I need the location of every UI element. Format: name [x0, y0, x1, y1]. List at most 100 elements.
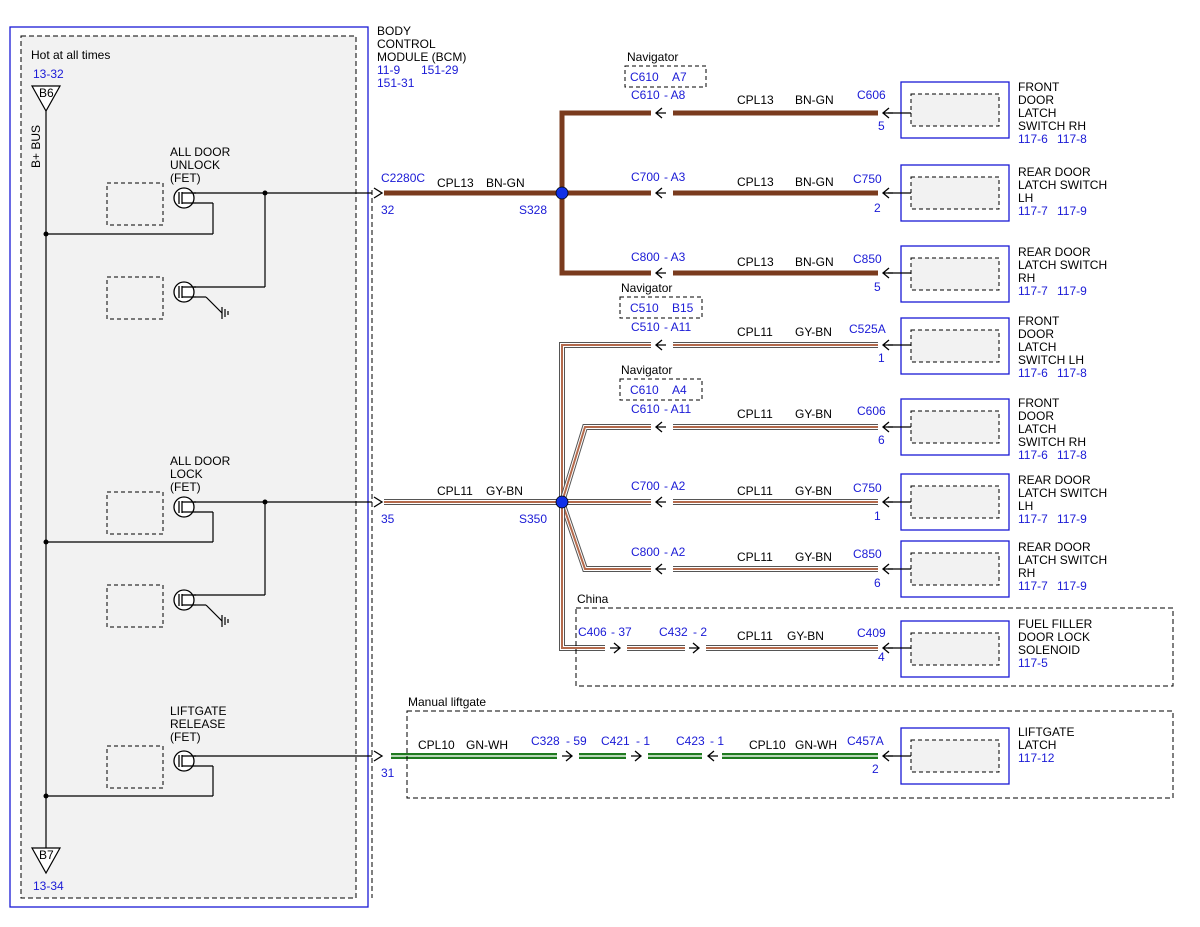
inline-connector[interactable]: C423 [676, 734, 705, 748]
component-name: SOLENOID [1018, 643, 1080, 657]
bcm-ref-2[interactable]: 151-29 [421, 63, 459, 77]
component-connector[interactable]: C850 [853, 252, 882, 266]
branch-circuit: CPL11 [737, 629, 773, 643]
component-ref[interactable]: 117-12 [1018, 751, 1055, 765]
junction-dot [262, 499, 268, 505]
component-name: FRONT [1018, 314, 1060, 328]
lock-harness [384, 339, 893, 654]
component-internal [910, 257, 1000, 291]
component-ref[interactable]: 117-7 [1018, 512, 1048, 526]
bottom-page-ref[interactable]: 13-34 [33, 879, 64, 893]
component-ref[interactable]: 117-6 [1018, 448, 1048, 462]
component-connector[interactable]: C409 [857, 626, 886, 640]
component-connector[interactable]: C750 [853, 481, 882, 495]
alt-pin: A4 [672, 383, 687, 397]
component-internal [910, 329, 1000, 363]
inline-connector-symbol [610, 642, 622, 654]
fet-lock-label-2: LOCK [170, 467, 203, 481]
inline-pin: - 59 [566, 734, 587, 748]
component-connector[interactable]: C606 [857, 404, 886, 418]
fet-unlock-label-1: ALL DOOR [170, 145, 231, 159]
inline-connector-symbol [654, 187, 666, 199]
component-name: SWITCH LH [1018, 353, 1084, 367]
component-connector[interactable]: C606 [857, 88, 886, 102]
branch-circuit: CPL10 [418, 738, 455, 752]
fet-liftgate-label-3: (FET) [170, 730, 201, 744]
unlock-circuit: CPL13 [437, 176, 474, 190]
bcm-ref-1[interactable]: 11-9 [377, 63, 400, 77]
component-ref[interactable]: 117-6 [1018, 366, 1048, 380]
branch-wire-color: GN-WH [795, 738, 837, 752]
bus-label: B+ BUS [29, 125, 43, 168]
inline-connector[interactable]: C510 [631, 320, 660, 334]
alt-connector[interactable]: C610 [630, 383, 659, 397]
component-ref[interactable]: 117-8 [1057, 448, 1087, 462]
component-ref[interactable]: 117-9 [1057, 284, 1087, 298]
liftgate-harness [391, 750, 893, 762]
component-name: DOOR [1018, 93, 1054, 107]
component-connector[interactable]: C850 [853, 547, 882, 561]
component-ref[interactable]: 117-9 [1057, 512, 1087, 526]
wire-gy-bn-core [561, 502, 605, 649]
component-name: LATCH SWITCH [1018, 258, 1107, 272]
component-connector[interactable]: C525A [849, 322, 886, 336]
component-ref[interactable]: 117-8 [1057, 132, 1087, 146]
component-connector[interactable]: C457A [847, 734, 884, 748]
inline-connector[interactable]: C610 [631, 88, 660, 102]
components [888, 81, 1010, 785]
inline-connector[interactable]: C800 [631, 250, 660, 264]
inline-connector[interactable]: C432 [659, 625, 688, 639]
liftgate-group-box [406, 710, 1174, 799]
component-ref[interactable]: 117-7 [1018, 204, 1048, 218]
bcm-pin-35: 35 [381, 512, 395, 526]
navigator-alt-box [624, 65, 707, 88]
inline-connector-symbol [689, 642, 701, 654]
top-page-ref[interactable]: 13-32 [33, 67, 64, 81]
fet-unlock-group [46, 182, 372, 320]
unlock-wire-color: BN-GN [486, 176, 525, 190]
component-name: REAR DOOR [1018, 245, 1091, 259]
bcm-ref-3[interactable]: 151-31 [377, 76, 415, 90]
bcm-connector-c2280c[interactable]: C2280C [381, 171, 425, 185]
component-name: REAR DOOR [1018, 540, 1091, 554]
component-ref[interactable]: 117-6 [1018, 132, 1048, 146]
component-pin: 2 [874, 201, 881, 215]
inline-connector[interactable]: C328 [531, 734, 560, 748]
splice-dot-s350 [555, 495, 569, 509]
component-ref[interactable]: 117-9 [1057, 579, 1087, 593]
component-pin: 1 [878, 351, 885, 365]
component-ref[interactable]: 117-5 [1018, 656, 1048, 670]
inline-connector[interactable]: C421 [601, 734, 630, 748]
component-pin: 1 [874, 509, 881, 523]
component-ref[interactable]: 117-9 [1057, 204, 1087, 218]
fet-lock-group [46, 491, 372, 628]
component-name: SWITCH RH [1018, 435, 1086, 449]
branch-wire-color: BN-GN [795, 93, 834, 107]
navigator-alt-box [619, 378, 703, 401]
unlock-branch-labels: C610 - A8 CPL13 BN-GN C606 5 C700 - A3 C… [631, 88, 886, 294]
component-name: FUEL FILLER [1018, 617, 1093, 631]
component-connector[interactable]: C750 [853, 172, 882, 186]
component-pin: 6 [878, 433, 885, 447]
inline-pin: - A3 [664, 170, 686, 184]
inline-connector[interactable]: C700 [631, 479, 660, 493]
alt-connector[interactable]: C610 [630, 70, 659, 84]
component-ref[interactable]: 117-7 [1018, 579, 1048, 593]
splice-s350: S350 [519, 512, 547, 526]
branch-circuit: CPL11 [737, 407, 773, 421]
component-ref[interactable]: 117-8 [1057, 366, 1087, 380]
bcm-title-1: BODY [377, 24, 411, 38]
component-name: LATCH [1018, 738, 1056, 752]
inline-connector[interactable]: C700 [631, 170, 660, 184]
inline-connector-symbol [654, 107, 666, 119]
inline-connector[interactable]: C610 [631, 402, 660, 416]
inline-connector[interactable]: C406 [578, 625, 607, 639]
alt-connector[interactable]: C510 [630, 301, 659, 315]
inline-pin: - 1 [710, 734, 724, 748]
alt-pin: B15 [672, 301, 694, 315]
inline-connector[interactable]: C800 [631, 545, 660, 559]
bcm-pin-32: 32 [381, 203, 395, 217]
component-ref[interactable]: 117-7 [1018, 284, 1048, 298]
wire-gy-bn-core [561, 426, 651, 503]
